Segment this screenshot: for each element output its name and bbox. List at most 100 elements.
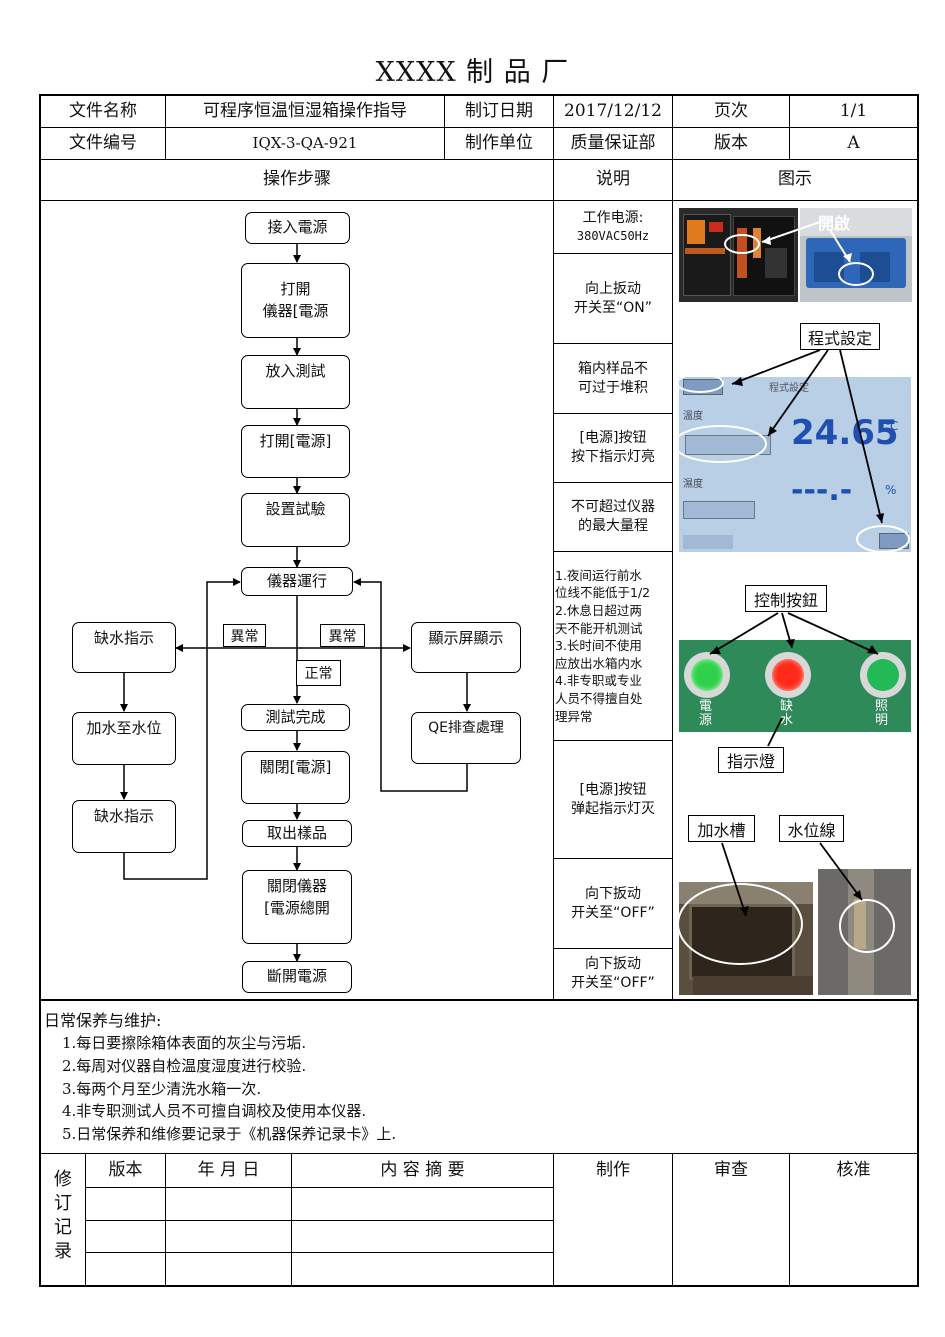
revision-col-approve: 核准 [836, 1159, 871, 1180]
desc-note-line7: 4.非专职或专业 [555, 673, 642, 689]
desc-switch-off-line2: 开关至“OFF” [571, 904, 655, 921]
desc-note-line6: 应放出水箱内水 [555, 655, 643, 671]
flow-step-open-power: 打開儀器[電源 [241, 263, 350, 338]
label-program-setting: 程式設定 [800, 323, 880, 350]
maintenance-item: 5.日常保养和维修要记录于《机器保养记录卡》上. [62, 1125, 397, 1143]
doc-name-label: 文件名称 [69, 100, 137, 121]
lcd-humidity: ---.- [791, 473, 853, 508]
maintenance-item: 3.每两个月至少清洗水箱一次. [62, 1080, 262, 1098]
lcd-annotations [673, 349, 910, 553]
col-desc: 说明 [596, 169, 630, 190]
maintenance-item: 1.每日要擦除箱体表面的灰尘与污垢. [62, 1034, 307, 1052]
flow-step-turn-off: 關閉[電源] [241, 751, 350, 804]
revision-col-summary: 内 容 摘 要 [380, 1159, 465, 1180]
version: A [847, 132, 860, 153]
revision-col-version: 版本 [108, 1159, 143, 1180]
label-indicator: 指示燈 [718, 747, 784, 773]
desc-running-notes: 1.夜间运行前水 位线不能低于1/2 2.休息日超过两 天不能开机测试 3.长时… [555, 552, 672, 740]
desc-note-line4: 天不能开机测试 [555, 620, 643, 636]
desc-switch-off-2: 向下扳动开关至“OFF” [554, 949, 672, 999]
photo-annotations-top [724, 221, 874, 286]
flow-step-running: 儀器運行 [241, 567, 353, 596]
light-label-lamp: 照明 [875, 699, 889, 728]
desc-sample-stack: 箱内样品不可过于堆积 [554, 344, 672, 413]
doc-name: 可程序恒温恒湿箱操作指导 [203, 100, 407, 121]
flow-step-turn-on: 打開[電源] [241, 425, 350, 478]
factory-title: XXXX 制 品 厂 [375, 57, 570, 88]
flow-step-close-main: 關閉儀器[電源總開 [242, 870, 352, 944]
revise-date-label: 制订日期 [465, 100, 533, 121]
photo-water-tank [679, 882, 813, 995]
revision-col-date: 年 月 日 [197, 1159, 260, 1180]
flow-step-connect-power: 接入電源 [245, 212, 350, 244]
light-label-water: 缺水 [780, 699, 794, 728]
desc-power-button-off-line2: 弹起指示灯灭 [571, 800, 655, 817]
col-figure: 图示 [778, 169, 812, 190]
revision-side-label: 修 订 记 录 [41, 1168, 85, 1264]
revision-col-made: 制作 [596, 1159, 630, 1180]
desc-power-button-off-line1: [电源]按钮 [579, 781, 647, 798]
desc-power-button-on-line2: 按下指示灯亮 [571, 449, 655, 465]
desc-note-line5: 3.长时间不使用 [555, 638, 642, 654]
revision-side-char: 订 [54, 1193, 72, 1214]
desc-max-range: 不可超过仪器的最大量程 [554, 483, 672, 551]
desc-note-line1: 1.夜间运行前水 [555, 567, 642, 583]
flow-label-abnormal-right: 異常 [320, 624, 365, 647]
revision-col-review: 审查 [714, 1159, 748, 1180]
revision-side-char: 记 [54, 1217, 72, 1238]
desc-switch-on-line2: 开关至“ON” [574, 299, 652, 316]
flow-right-qe-handle: QE排查處理 [411, 712, 521, 764]
desc-switch-off-2-line2: 开关至“OFF” [571, 975, 655, 991]
flow-step-insert-test: 放入測試 [241, 355, 350, 409]
desc-note-line9: 理异常 [555, 708, 593, 724]
desc-switch-on-line1: 向上扳动 [585, 280, 641, 297]
label-control-buttons: 控制按鈕 [745, 585, 827, 612]
maintenance-item: 4.非专职测试人员不可擅自调校及使用本仪器. [62, 1102, 367, 1120]
flow-step-open-power-line1: 打開 [280, 279, 311, 298]
desc-power-button-on: [电源]按钮按下指示灯亮 [554, 414, 672, 482]
label-water-line: 水位線 [779, 815, 844, 842]
desc-switch-off: 向下扳动开关至“OFF” [554, 859, 672, 948]
desc-sample-stack-line2: 可过于堆积 [578, 379, 648, 396]
desc-switch-off-line1: 向下扳动 [584, 885, 641, 902]
photo-water-line [818, 869, 911, 995]
desc-note-line2: 位线不能低于1/2 [555, 585, 651, 601]
photo-lcd-screen: 程式設定 溫度 24.65 ℃ 濕度 ---.- % [679, 377, 911, 552]
tank-annotations [677, 842, 895, 965]
photo-breaker-panel [679, 208, 798, 302]
desc-max-range-line2: 的最大量程 [578, 518, 648, 534]
desc-power-supply-line1: 工作电源: [582, 210, 644, 227]
desc-power-supply-line2: 380VAC50Hz [576, 229, 650, 244]
doc-no: IQX-3-QA-921 [252, 133, 358, 152]
doc-no-label: 文件编号 [69, 132, 137, 153]
desc-note-line3: 2.休息日超过两 [555, 603, 642, 619]
lcd-temp-unit: ℃ [885, 419, 899, 433]
flow-right-display: 顯示屏顯示 [411, 622, 521, 673]
flow-step-setup-test: 設置試驗 [241, 493, 350, 547]
page-label: 页次 [714, 100, 748, 121]
flow-step-disconnect: 斷開電源 [242, 961, 352, 993]
maintenance-item: 2.每周对仪器自检温度湿度进行校验. [62, 1057, 307, 1075]
label-water-tank: 加水槽 [688, 815, 755, 842]
desc-power-button-on-line1: [电源]按钮 [579, 430, 647, 447]
lcd-humid-unit: % [885, 483, 897, 497]
flow-left-water-shortage-2: 缺水指示 [72, 800, 176, 853]
desc-switch-off-2-line1: 向下扳动 [584, 956, 641, 973]
desc-power-button-off: [电源]按钮弹起指示灯灭 [554, 741, 672, 858]
flow-step-take-sample: 取出樣品 [242, 820, 352, 847]
desc-sample-stack-line1: 箱内样品不 [578, 360, 648, 377]
revision-side-char: 录 [54, 1241, 72, 1262]
desc-power-supply: 工作电源: 380VAC50Hz [554, 201, 672, 253]
maintenance-title: 日常保养与维护: [44, 1011, 162, 1030]
light-label-power: 電源 [699, 699, 713, 728]
flow-step-close-main-line1: 關閉儀器 [266, 877, 327, 895]
desc-max-range-line1: 不可超过仪器 [571, 499, 655, 516]
desc-switch-on: 向上扳动开关至“ON” [554, 254, 672, 343]
desc-note-line8: 人员不得擅自处 [555, 690, 643, 706]
lcd-temperature: 24.65 [791, 413, 899, 453]
col-steps: 操作步骤 [263, 169, 331, 190]
page-number: 1/1 [839, 100, 868, 121]
unit: 质量保证部 [570, 132, 656, 153]
revise-date: 2017/12/12 [564, 100, 662, 121]
